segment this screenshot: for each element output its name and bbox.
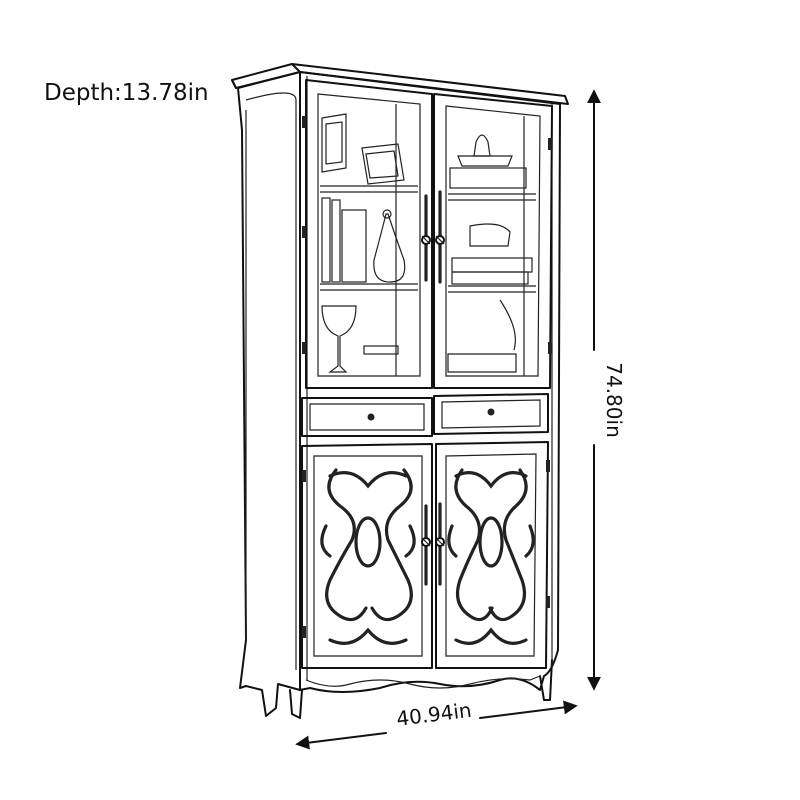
hinge-icon: [302, 116, 552, 638]
lower-door-left: [301, 443, 433, 669]
glass-shelves: [320, 104, 536, 376]
keyhole-icon: [487, 408, 495, 416]
cabinet-crown: [231, 63, 569, 105]
cabinet-front-frame: [299, 71, 561, 693]
upper-door-handles: [421, 190, 445, 284]
keyhole-icon: [367, 413, 375, 421]
upper-glass-door-left: [305, 79, 433, 389]
depth-label: Depth:13.78in: [44, 80, 209, 106]
width-dimension-line: [295, 700, 578, 750]
drawer-left: [301, 397, 433, 437]
lower-door-right: [435, 441, 549, 669]
door-handle-icon: [421, 502, 445, 586]
shelf-decor-items: [321, 113, 533, 373]
cabinet-base-apron: [289, 659, 553, 719]
cabinet-side-panel: [237, 71, 301, 717]
drawer-right: [433, 393, 549, 435]
upper-glass-door-right: [433, 93, 553, 389]
